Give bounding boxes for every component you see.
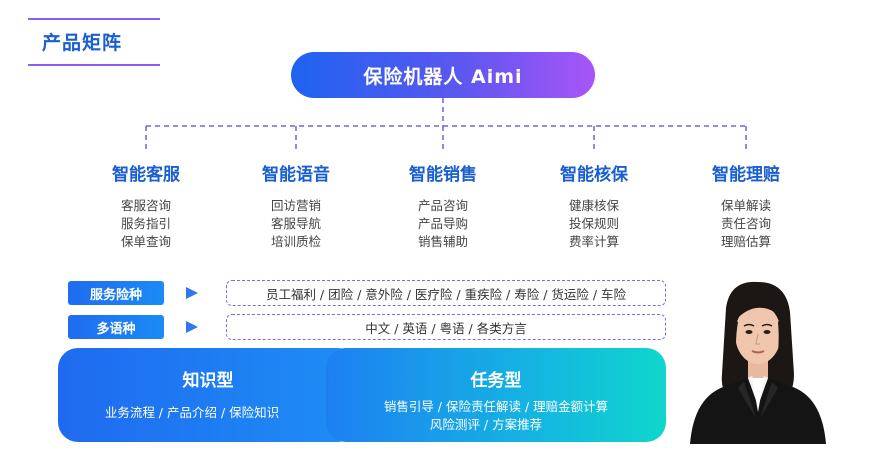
category-item: 理赔估算	[720, 234, 771, 249]
title-block: 产品矩阵	[28, 18, 160, 66]
category-title: 智能语音	[262, 165, 330, 185]
category-title: 智能客服	[112, 165, 180, 185]
category-customer-service: 智能客服 客服咨询 服务指引 保单查询	[81, 160, 211, 251]
category-item: 费率计算	[568, 234, 619, 249]
task-text-line1: 销售引导 / 保险责任解读 / 理赔金额计算	[383, 399, 609, 414]
category-item: 健康核保	[568, 198, 619, 213]
languages-box: 中文 / 英语 / 粤语 / 各类方言	[226, 314, 666, 340]
category-item: 销售辅助	[417, 234, 468, 249]
category-item: 培训质检	[270, 234, 321, 249]
category-item: 客服咨询	[120, 198, 171, 213]
avatar	[690, 281, 826, 444]
knowledge-text: 业务流程 / 产品介绍 / 保险知识	[104, 405, 280, 420]
category-item: 回访营销	[270, 198, 321, 213]
category-claims: 智能理赔 保单解读 责任咨询 理赔估算	[681, 160, 811, 251]
page-title: 产品矩阵	[42, 32, 123, 54]
category-item: 保单查询	[120, 234, 171, 249]
category-item: 服务指引	[120, 216, 171, 231]
knowledge-panel: 知识型 业务流程 / 产品介绍 / 保险知识	[58, 348, 358, 442]
category-underwriting: 智能核保 健康核保 投保规则 费率计算	[529, 160, 659, 251]
arrow-right-icon	[186, 321, 198, 333]
category-sales: 智能销售 产品咨询 产品导购 销售辅助	[378, 160, 508, 251]
root-node: 保险机器人 Aimi	[291, 52, 595, 98]
category-title: 智能销售	[409, 165, 477, 185]
title-top-rule	[28, 18, 160, 20]
category-item: 投保规则	[568, 216, 619, 231]
service-types-box: 员工福利 / 团险 / 意外险 / 医疗险 / 重疾险 / 寿险 / 货运险 /…	[226, 280, 666, 306]
title-bottom-rule	[28, 64, 160, 66]
task-title: 任务型	[470, 371, 522, 391]
category-voice: 智能语音 回访营销 客服导航 培训质检	[231, 160, 361, 251]
knowledge-title: 知识型	[182, 371, 234, 391]
service-types-tag: 服务险种	[68, 281, 164, 305]
task-panel: 任务型 销售引导 / 保险责任解读 / 理赔金额计算 风险测评 / 方案推荐	[326, 348, 666, 442]
arrow-right-icon	[186, 287, 198, 299]
category-item: 保单解读	[720, 198, 771, 213]
category-title: 智能核保	[560, 165, 628, 185]
languages-tag: 多语种	[68, 315, 164, 339]
category-item: 产品导购	[417, 216, 468, 231]
category-title: 智能理赔	[712, 165, 780, 185]
category-item: 客服导航	[270, 216, 321, 231]
category-item: 责任咨询	[720, 216, 771, 231]
category-item: 产品咨询	[417, 198, 468, 213]
task-text-line2: 风险测评 / 方案推荐	[429, 417, 543, 432]
